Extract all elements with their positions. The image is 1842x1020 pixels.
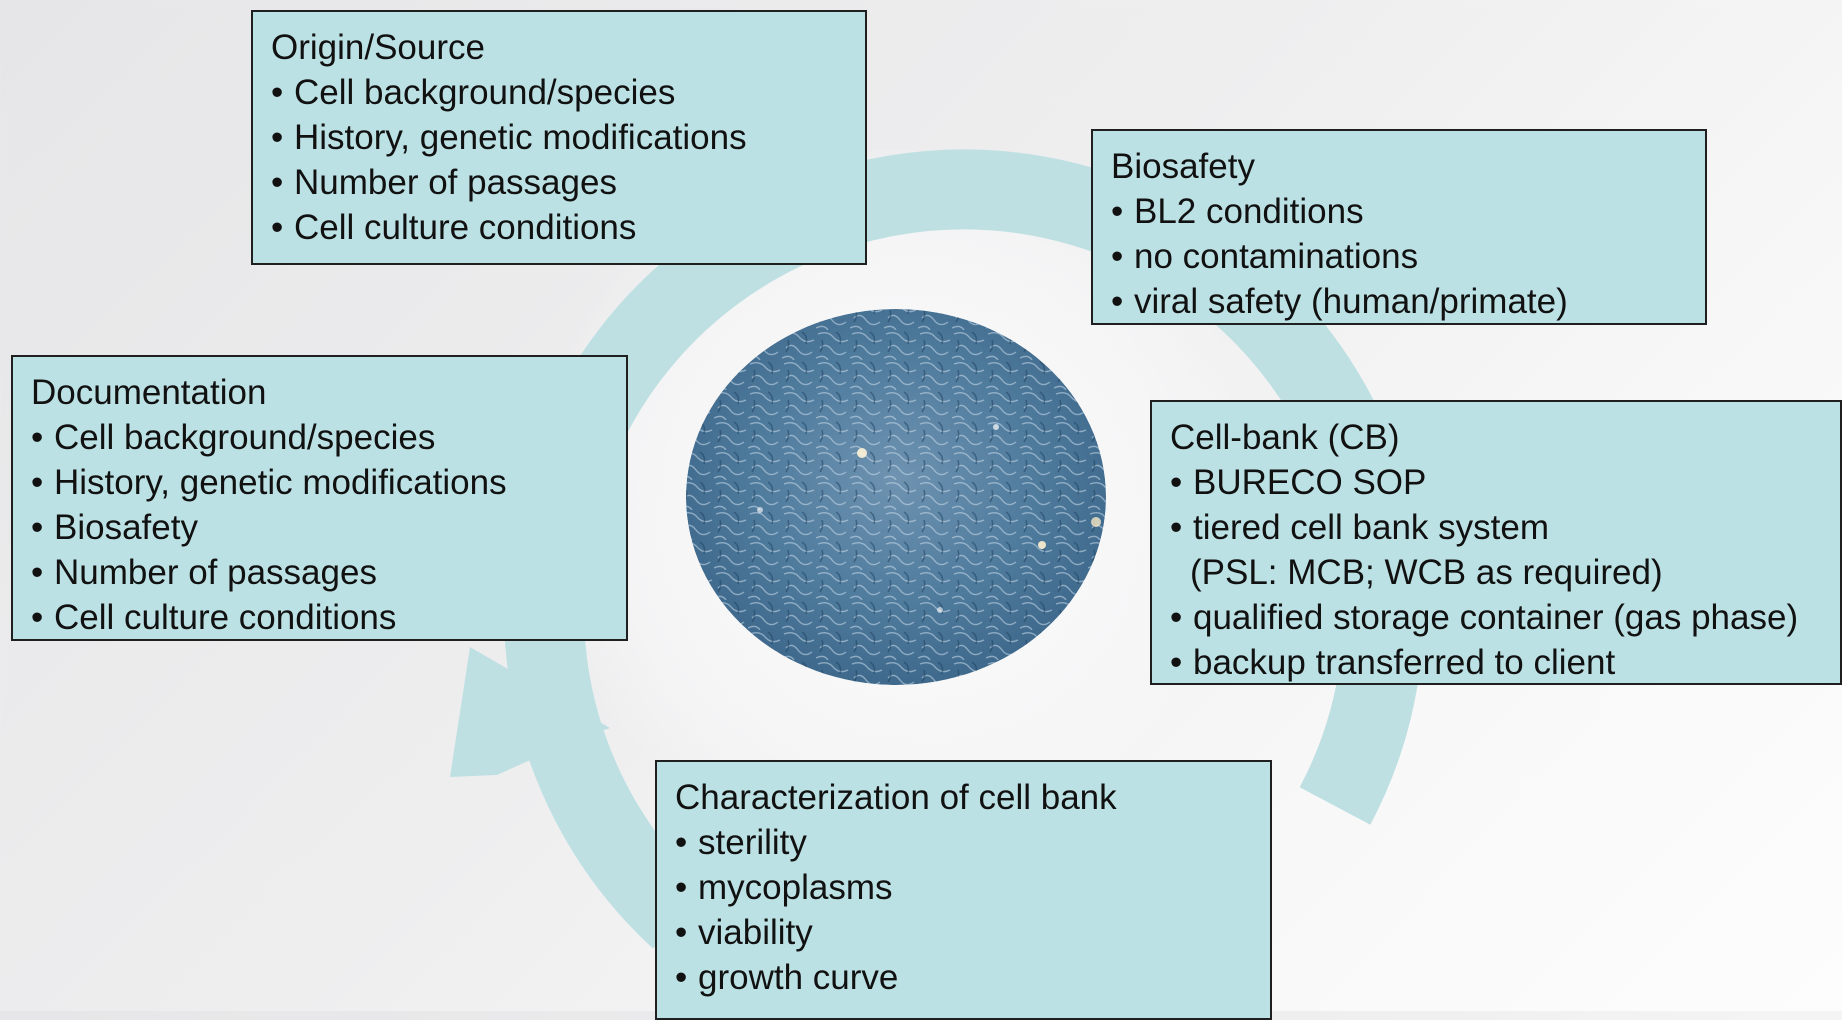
biosafety-item: no contaminations xyxy=(1111,234,1687,279)
documentation-box: Documentation Cell background/species Hi… xyxy=(11,355,628,641)
origin-source-box: Origin/Source Cell background/species Hi… xyxy=(251,10,867,265)
documentation-item: History, genetic modifications xyxy=(31,460,608,505)
biosafety-item: BL2 conditions xyxy=(1111,189,1687,234)
origin-title: Origin/Source xyxy=(271,28,485,67)
characterization-title: Characterization of cell bank xyxy=(675,778,1117,817)
cell-bank-item: qualified storage container (gas phase) xyxy=(1170,595,1822,640)
biosafety-box: Biosafety BL2 conditions no contaminatio… xyxy=(1091,129,1707,325)
cell-bank-box: Cell-bank (CB) BURECO SOP tiered cell ba… xyxy=(1150,400,1842,685)
cell-bank-item-continuation: (PSL: MCB; WCB as required) xyxy=(1190,553,1663,592)
origin-item: Number of passages xyxy=(271,160,847,205)
characterization-item: mycoplasms xyxy=(675,865,1252,910)
cell-culture-micrograph xyxy=(686,309,1106,685)
characterization-box: Characterization of cell bank sterility … xyxy=(655,760,1272,1020)
documentation-item: Number of passages xyxy=(31,550,608,595)
cell-bank-title: Cell-bank (CB) xyxy=(1170,418,1400,457)
characterization-item: growth curve xyxy=(675,955,1252,1000)
cycle-arrow-head xyxy=(450,647,610,777)
cell-bank-item: tiered cell bank system xyxy=(1170,505,1822,550)
documentation-item: Biosafety xyxy=(31,505,608,550)
characterization-item: viability xyxy=(675,910,1252,955)
origin-item: Cell background/species xyxy=(271,70,847,115)
documentation-item: Cell culture conditions xyxy=(31,595,608,640)
origin-item: History, genetic modifications xyxy=(271,115,847,160)
cell-bank-item: BURECO SOP xyxy=(1170,460,1822,505)
biosafety-item: viral safety (human/primate) xyxy=(1111,279,1687,324)
biosafety-title: Biosafety xyxy=(1111,147,1255,186)
documentation-title: Documentation xyxy=(31,373,267,412)
origin-item: Cell culture conditions xyxy=(271,205,847,250)
cell-bank-item: backup transferred to client xyxy=(1170,640,1822,685)
documentation-item: Cell background/species xyxy=(31,415,608,460)
characterization-item: sterility xyxy=(675,820,1252,865)
